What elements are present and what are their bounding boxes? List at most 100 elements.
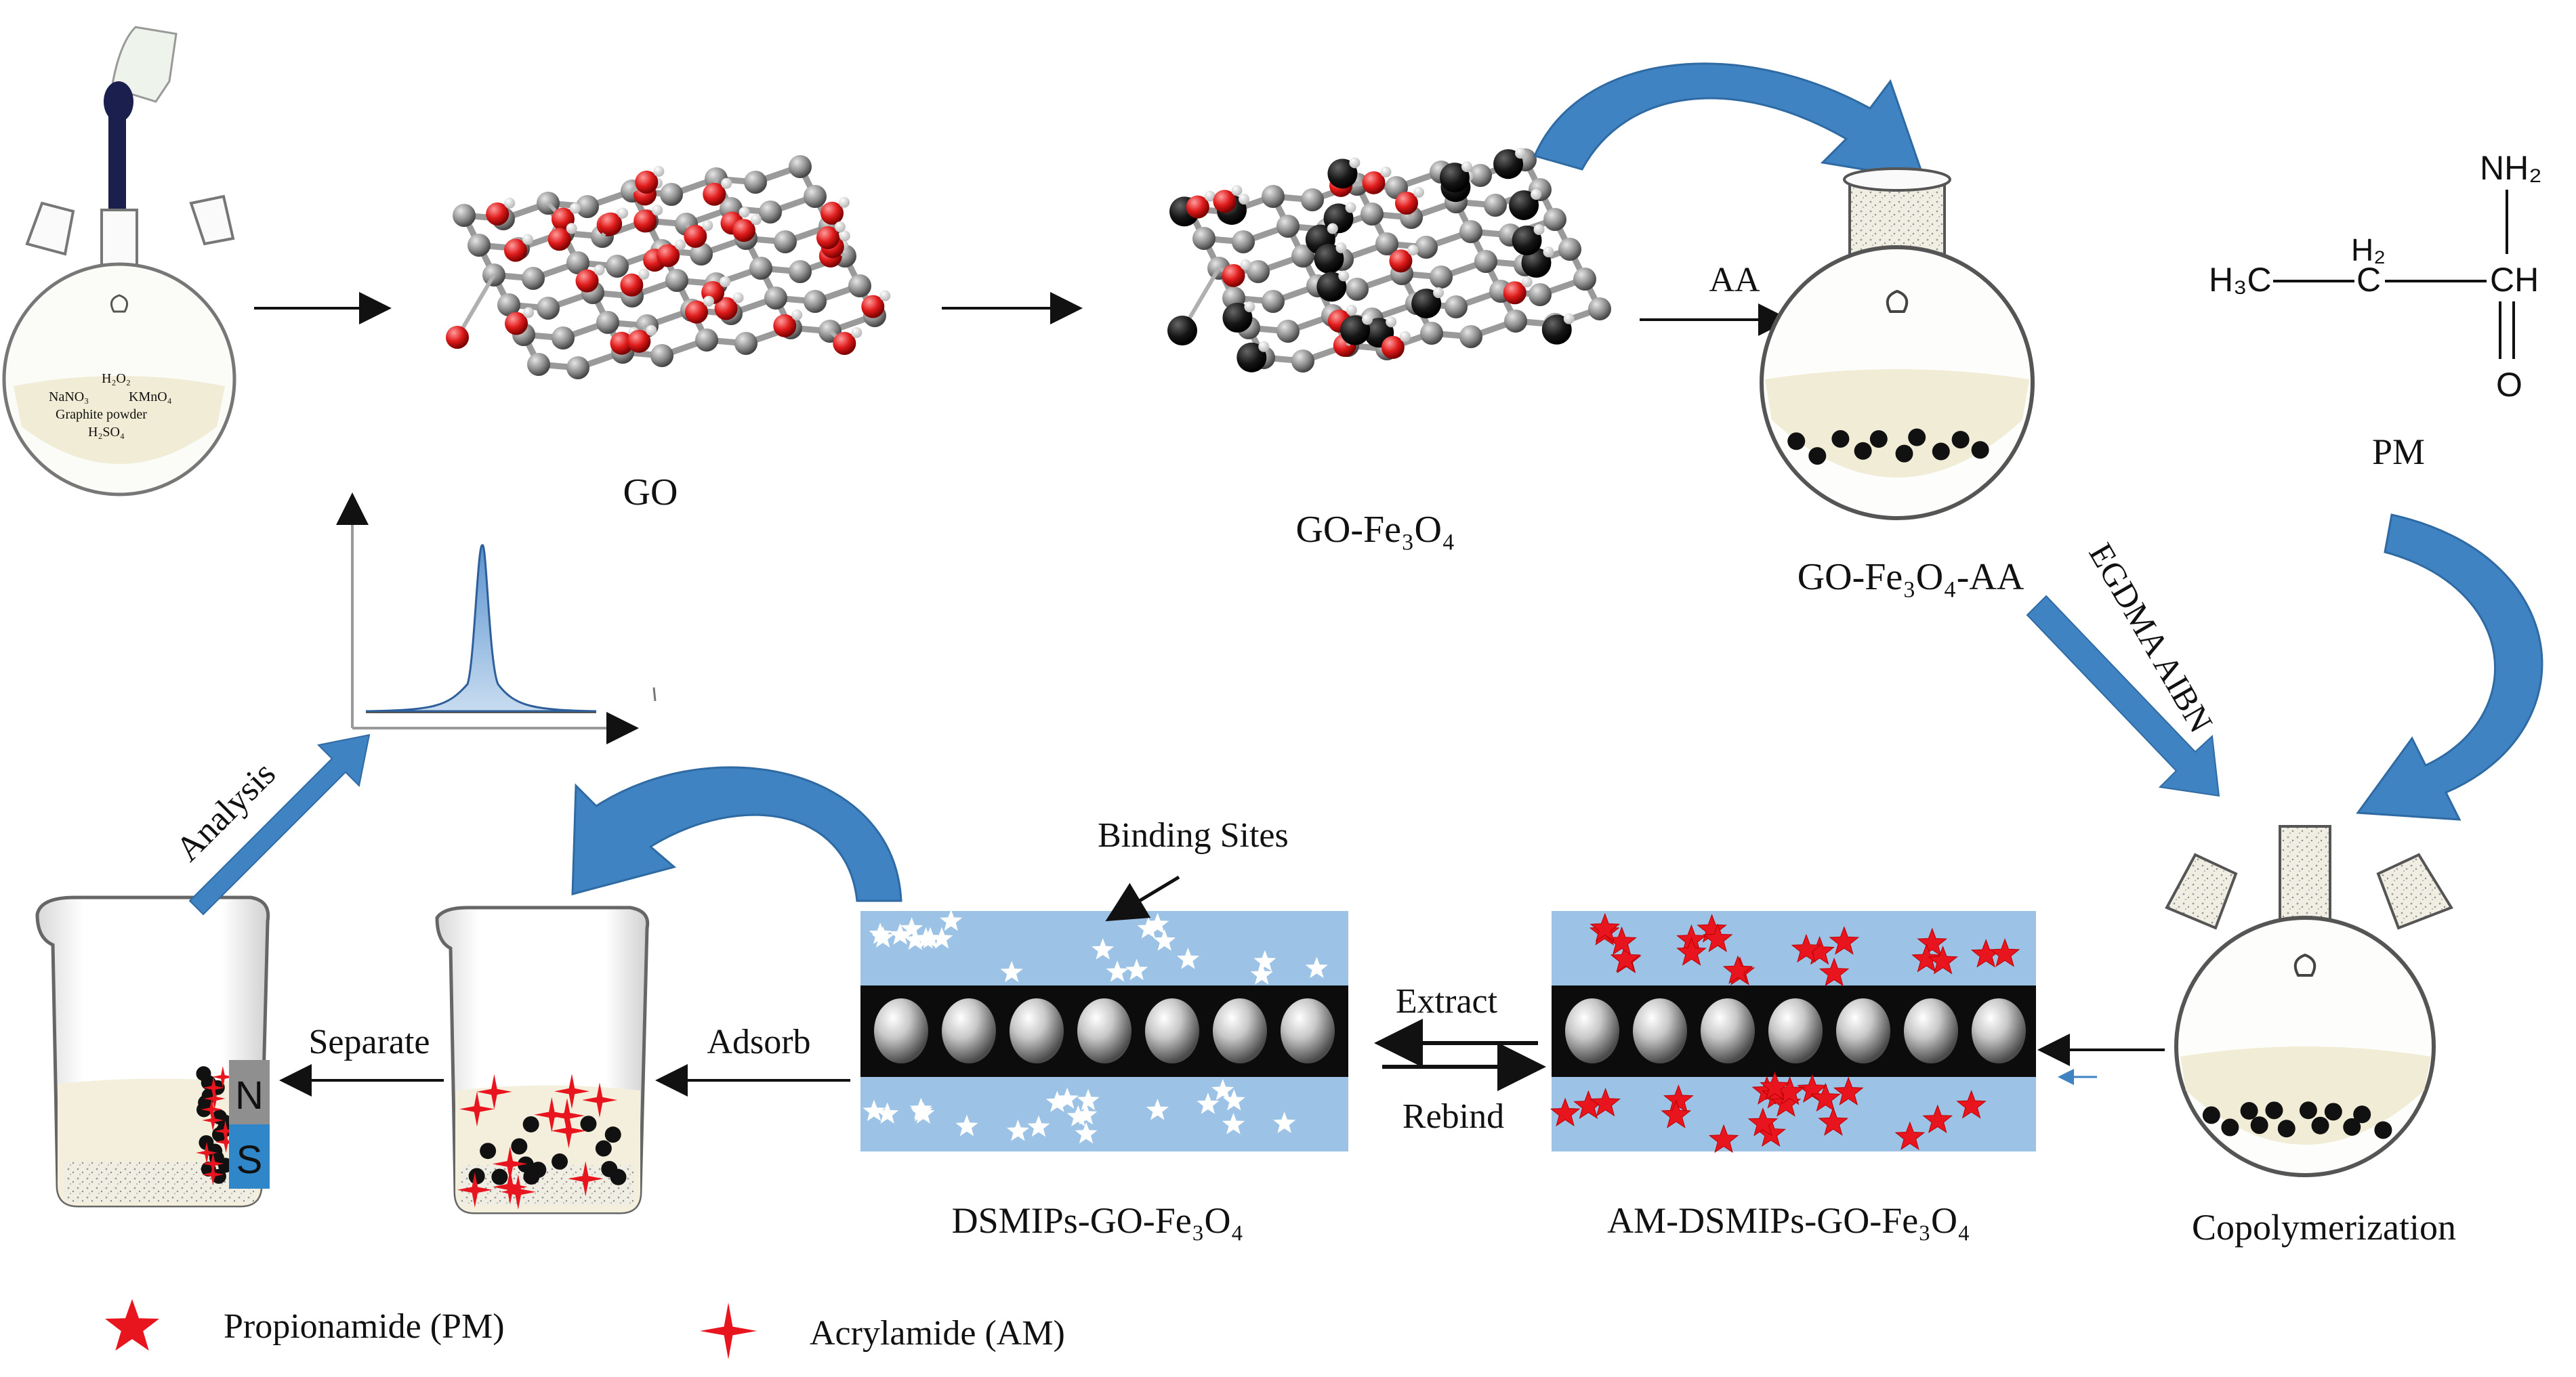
carbon-atom [1420,322,1443,345]
panel-star [955,1114,978,1137]
panel-star [1273,1111,1296,1133]
fe3o4-dot [2324,1103,2342,1121]
hydrogen-atom [1244,301,1255,313]
panel-star [1989,938,2020,967]
carbon-atom [1262,290,1285,313]
hydrogen-atom [1413,186,1424,198]
panel-star [1610,944,1641,973]
panel-star [1222,1112,1245,1135]
reagent-graphite: Graphite powder [56,407,147,422]
hydrogen-atom [566,223,577,234]
carbon-atom [744,171,767,194]
fe3o4-dot [1908,428,1926,446]
oxygen-atom [732,219,755,242]
chromatogram [336,492,639,744]
fe3o4-dot [601,1160,618,1177]
fe3o4-dot [1831,429,1850,448]
panel-star [1211,1078,1234,1101]
fe3o4-dot [552,1153,568,1170]
hydrogen-atom [569,203,581,214]
fe3o4-dot [2374,1121,2392,1139]
carbon-atom [774,230,797,253]
carbon-atom [1445,295,1468,318]
panel-star [1917,927,1948,956]
oxygen-atom [446,326,469,349]
magnetic-sphere [1904,998,1958,1063]
fe3o4-particles-copolymer [2202,1101,2392,1139]
oxygen-atom [627,329,651,353]
fe3o4-particle [1493,149,1524,179]
panel-star [1305,956,1328,979]
panel-star [1760,1071,1790,1101]
hydrogen-atom [594,264,605,276]
dropper-icon [108,95,126,230]
fe3o4-dot [1808,447,1827,465]
oxygen-atom [620,273,644,297]
carbon-atom [764,287,787,310]
oxygen-atom [503,238,527,262]
acrylamide-star [201,1099,223,1120]
hydrogen-atom [1240,259,1251,270]
fe3o4-particle [1222,303,1253,333]
carbon-atom [789,155,812,178]
carbon-atom [522,267,545,290]
fe3o4-dot [2240,1102,2258,1120]
acrylamide-star [202,1153,224,1174]
panel-star [869,923,892,944]
label-magnet-n: N [235,1074,264,1118]
hydrogen-atom [1433,287,1445,299]
panel-star [1590,1087,1621,1117]
carbon-atom [1346,278,1369,301]
fe3o4-dot [2277,1120,2295,1138]
magnetic-core-spheres [874,998,1335,1063]
panel-star [940,909,963,931]
panel-star [1819,957,1850,987]
hydrogen-atom [721,177,732,189]
panel-star [1702,923,1733,952]
hydrogen-atom [1338,270,1350,282]
legend: Propionamide (PM) Acrylamide (AM) [105,1299,1065,1359]
panel-star [1797,1074,1828,1103]
hydrogen-atom [791,309,803,320]
panel-star [1928,946,1958,975]
hydrogen-atom [702,219,713,231]
oxygen-atom [703,182,726,206]
acrylamide-star [492,1169,528,1205]
hydrogen-atom [653,165,665,177]
panel-star [1000,960,1023,983]
oxygen-atom [685,300,709,324]
fe3o4-particle [1541,314,1572,345]
panel-star [1077,1088,1100,1111]
fe3o4-dot [580,1116,597,1132]
carbon-atom [789,260,812,283]
oxygen-atom [1394,191,1418,215]
blue-curved-arrow-middle [571,766,902,902]
hydrogen-atom [1515,148,1526,159]
magnetic-sphere [1836,998,1890,1063]
carbon-atom [1415,236,1438,259]
reagent-nano3: NaNO₃ [49,389,89,404]
carbon-atom [1543,208,1566,231]
carbon-atom [1484,194,1507,217]
fe3o4-particle [1314,243,1344,274]
binding-site-cavities [863,909,1328,1144]
magnet-south [229,1124,270,1189]
magnetic-sphere [1281,998,1335,1063]
oxygen-atom [1222,263,1245,287]
carbon-atom [848,274,871,297]
carbon-atom [1192,227,1216,250]
magnetic-sphere [1768,998,1823,1063]
panel-star [915,927,938,949]
carbon-atom [1573,268,1596,291]
acrylamide-star [211,1066,234,1088]
panel-star [1911,944,1942,973]
magnetic-sphere [1077,998,1131,1063]
reagent-h2so4: H₂SO₄ [88,425,125,440]
propionamide-structure: H₃C H₂ C CH NH₂ O [2209,149,2542,404]
carbon-atom [596,311,619,334]
hydrogen-atom [522,234,533,245]
fe3o4-dot [1932,442,1950,461]
oxygen-atom [1381,335,1405,359]
carbon-atom [1558,238,1581,261]
